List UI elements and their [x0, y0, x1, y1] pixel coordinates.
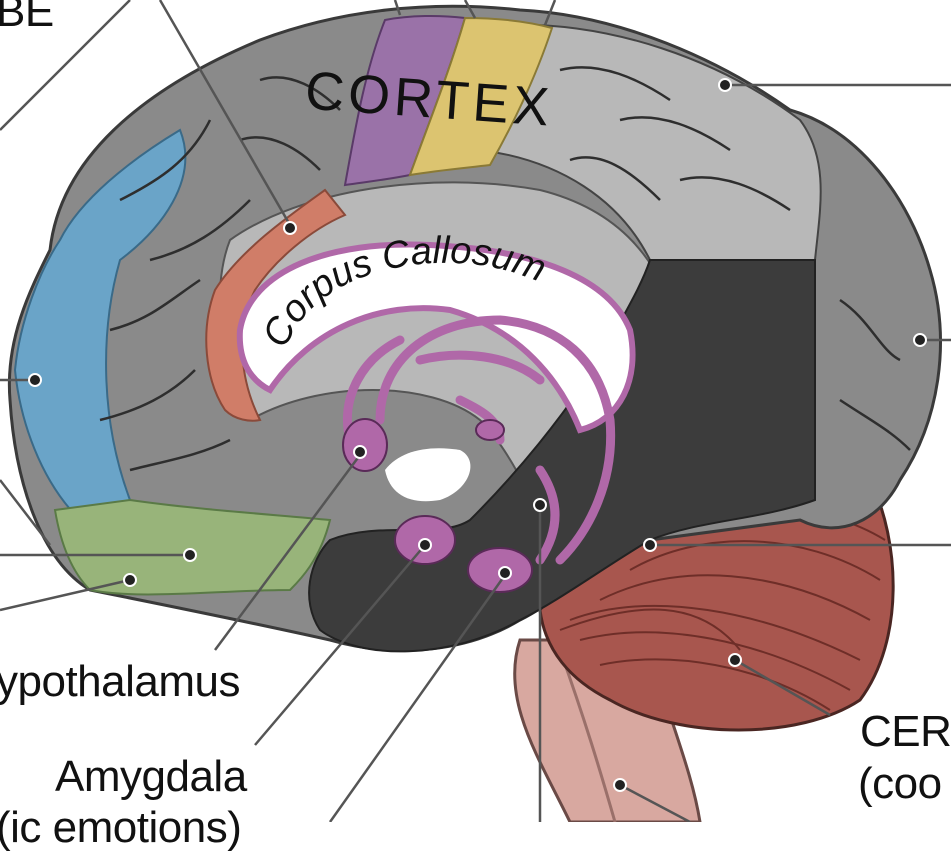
cerebellum-label: CER	[860, 710, 951, 754]
top-left-fragment-label: BE	[0, 0, 54, 34]
amygdala-note: (ic emotions)	[0, 806, 241, 850]
amygdala-label: Amygdala	[55, 755, 247, 799]
hypothalamus-label: ypothalamus	[0, 660, 240, 704]
cerebellum-note: (coo	[858, 762, 942, 806]
